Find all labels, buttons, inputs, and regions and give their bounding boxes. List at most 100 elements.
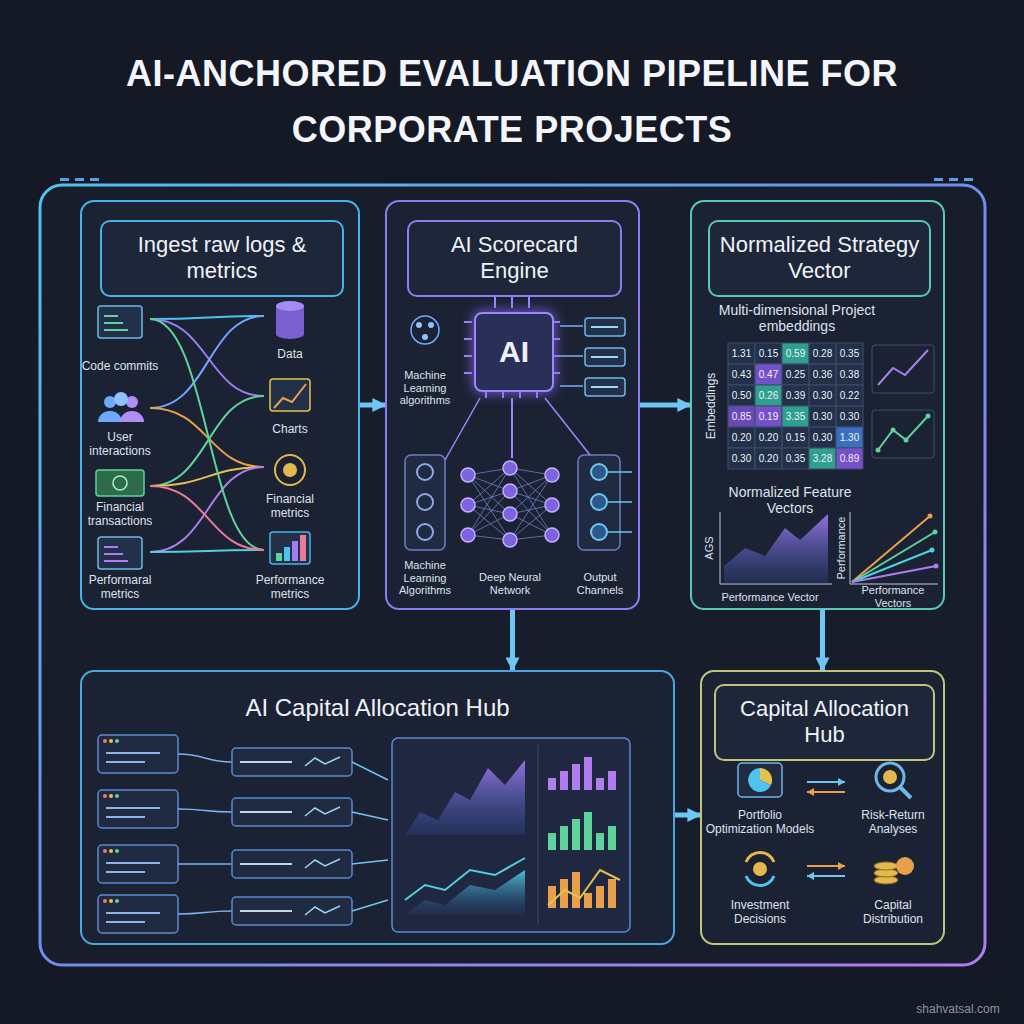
axis <box>849 512 851 584</box>
window-line <box>106 752 160 754</box>
embedding-cell <box>728 343 755 364</box>
dashboard <box>392 738 630 932</box>
vector-tip <box>930 548 935 553</box>
list-link <box>178 911 232 914</box>
frame-dash <box>60 178 69 181</box>
nn-neuron <box>545 468 559 482</box>
window-dot <box>109 899 113 903</box>
caption-label: Machine Learning Algorithms <box>389 559 461 597</box>
output-bar-line <box>591 386 618 388</box>
chip-label: AI <box>499 335 529 369</box>
chart-dot <box>926 414 931 419</box>
window-line <box>106 921 145 923</box>
window-icon <box>98 845 178 883</box>
caption-label: User interactions <box>75 431 165 459</box>
nn-neuron <box>503 507 517 521</box>
window-dot <box>115 899 119 903</box>
panel-ground <box>700 670 945 945</box>
flow-arrow <box>675 813 700 818</box>
table-cell: 1.31 <box>728 348 755 360</box>
ml-icon-dot <box>422 334 428 340</box>
output-arrow <box>608 471 632 473</box>
flow-curve <box>150 467 264 552</box>
code-line <box>104 329 128 331</box>
ml-icon <box>411 316 439 344</box>
output-bar <box>585 378 625 396</box>
chip-pin <box>464 338 472 340</box>
chart-dot <box>891 428 896 433</box>
caption-label: Performance <box>835 503 848 593</box>
window-dot <box>115 794 119 798</box>
area-chart <box>405 870 525 915</box>
table-cell: 0.39 <box>782 390 809 402</box>
list-link <box>178 863 232 865</box>
window-icon <box>98 790 178 828</box>
caption-label: AGS <box>703 518 716 578</box>
bar <box>596 886 604 908</box>
table-cell: 0.25 <box>782 369 809 381</box>
window-dot <box>109 849 113 853</box>
chart-line <box>274 384 306 408</box>
database-icon <box>276 329 304 339</box>
output-link <box>560 385 583 387</box>
embedding-cell <box>782 427 809 448</box>
chip-link <box>545 398 590 455</box>
embedding-cell <box>836 448 863 469</box>
caption-label: Investment Decisions <box>710 899 810 927</box>
frame-dash <box>964 178 973 181</box>
embedding-cell <box>755 385 782 406</box>
bar <box>608 826 616 850</box>
list-line <box>240 811 292 813</box>
caption-label: Financial metrics <box>250 493 330 521</box>
bar <box>560 826 568 850</box>
table-cell: 0.20 <box>755 453 782 465</box>
nn-neuron <box>545 528 559 542</box>
ml-column <box>405 455 445 550</box>
ml-gear <box>417 524 433 540</box>
output-arrow <box>608 501 632 503</box>
flow-arrow <box>820 610 825 670</box>
flow-curve <box>150 550 264 552</box>
embedding-cell <box>836 364 863 385</box>
exchange-head <box>838 778 845 786</box>
chip-pin <box>464 321 472 323</box>
bar <box>292 541 298 561</box>
embedding-cell <box>809 343 836 364</box>
flow-arrow <box>510 610 515 670</box>
bar <box>572 819 580 850</box>
area-chart <box>724 514 828 584</box>
list-spark <box>305 859 340 868</box>
chart-dot <box>876 448 881 453</box>
ml-icon-dot <box>416 322 422 328</box>
embedding-cell <box>755 406 782 427</box>
vector-arrow <box>852 516 930 582</box>
flow-curve <box>150 316 264 408</box>
caption-label: Financial transactions <box>72 501 168 529</box>
window-line <box>106 761 145 763</box>
bar <box>560 771 568 790</box>
money-icon <box>96 470 144 496</box>
window-dot <box>103 739 107 743</box>
magnifier-icon <box>876 763 904 791</box>
outer-frame <box>40 185 985 965</box>
embedding-cell <box>755 448 782 469</box>
vector-tip <box>934 564 939 569</box>
code-line <box>104 315 118 317</box>
user-icon <box>120 411 144 422</box>
caption-label: Normalized Feature Vectors <box>705 484 875 516</box>
bar <box>284 547 290 561</box>
list-arrow <box>352 812 388 820</box>
table-cell: 3.35 <box>782 411 809 423</box>
embedding-cell <box>809 364 836 385</box>
table-cell: 0.38 <box>836 369 863 381</box>
table-cell: 0.50 <box>728 390 755 402</box>
mini-chart-line <box>878 350 928 385</box>
embedding-cell <box>728 448 755 469</box>
frame-dash <box>75 178 84 181</box>
ml-gear <box>417 464 433 480</box>
panel-heading: Capital Allocation Hub <box>714 684 935 761</box>
flow-curve <box>150 486 264 550</box>
ml-gear <box>417 494 433 510</box>
